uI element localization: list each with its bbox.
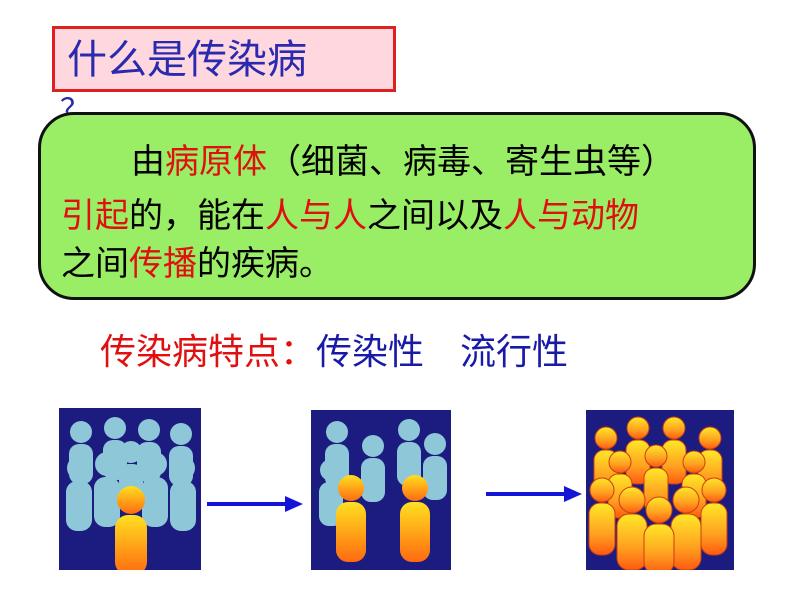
definition-highlight: 人与人: [265, 196, 367, 236]
title-box: 什么是传染病: [52, 26, 396, 92]
definition-text: 的疾病。: [197, 244, 333, 284]
healthy-person-icon: [423, 433, 447, 500]
two-infected-crowd-image: [311, 410, 451, 570]
infected-person-icon: [336, 475, 366, 562]
healthy-person-icon: [66, 456, 92, 531]
healthy-person-icon: [142, 452, 168, 527]
right-arrow-icon: [207, 496, 303, 512]
features-label: 传染病特点：: [100, 332, 317, 373]
infected-person-icon: [400, 475, 430, 562]
definition-highlight: 病原体: [165, 142, 267, 182]
one-infected-crowd-image: [59, 408, 201, 570]
right-arrow-icon: [486, 486, 582, 502]
definition-text: （细菌、病毒、寄生虫等）: [267, 142, 675, 182]
healthy-person-icon: [94, 452, 120, 527]
definition-text: 之间以及: [367, 196, 503, 236]
feature-contagious: 传染性: [316, 332, 425, 373]
all-infected-crowd-image: [586, 410, 734, 570]
definition-highlight: 引起: [61, 196, 129, 236]
definition-text: 由: [131, 142, 165, 182]
definition-line-2: 引起的，能在人与人之间以及人与动物: [61, 193, 639, 239]
infected-person-icon: [115, 486, 147, 570]
definition-highlight: 人与动物: [503, 196, 639, 236]
definition-text: 之间: [61, 244, 129, 284]
definition-line-1: 由病原体（细菌、病毒、寄生虫等）: [131, 139, 675, 185]
infected-person-icon: [616, 486, 648, 570]
page-title: 什么是传染病: [67, 37, 307, 83]
infected-person-icon: [700, 477, 728, 556]
healthy-person-icon: [361, 435, 385, 502]
infected-person-icon: [643, 496, 675, 570]
infected-person-icon: [670, 486, 702, 570]
infected-person-icon: [588, 477, 616, 556]
healthy-person-icon: [170, 456, 196, 531]
feature-epidemic: 流行性: [460, 332, 569, 373]
definition-highlight: 传播: [129, 244, 197, 284]
definition-line-3: 之间传播的疾病。: [61, 241, 333, 287]
definition-text: 的，能在: [129, 196, 265, 236]
definition-box: 由病原体（细菌、病毒、寄生虫等） 引起的，能在人与人之间以及人与动物 之间传播的…: [38, 112, 756, 300]
infected-person-icon: [661, 416, 687, 485]
features-line: 传染病特点：传染性流行性: [100, 330, 568, 376]
